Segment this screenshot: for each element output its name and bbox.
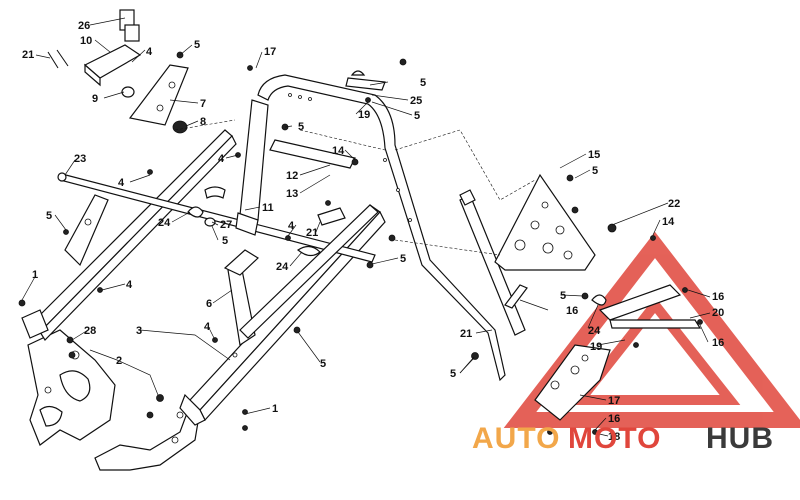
- cross-tube: [57, 172, 376, 263]
- watermark-logo: [503, 231, 800, 428]
- callout-14: 14: [662, 216, 675, 228]
- callout-6: 6: [206, 298, 212, 310]
- callout-16: 16: [608, 413, 620, 425]
- callout-5: 5: [420, 77, 426, 89]
- bushings: [121, 86, 321, 257]
- callout-10: 10: [80, 35, 92, 47]
- callout-4: 4: [204, 321, 211, 333]
- callout-24: 24: [158, 217, 171, 229]
- callout-5: 5: [320, 358, 326, 370]
- bracket-25: [345, 70, 386, 91]
- callout-23: 23: [74, 153, 86, 165]
- left-mount-bracket: [27, 329, 116, 446]
- callout-14: 14: [332, 145, 345, 157]
- callout-21: 21: [22, 49, 34, 61]
- callout-13: 13: [286, 188, 298, 200]
- callout-labels: 26 10 21 4 5 9 7 8 17 5 25 19 5 5 14 12 …: [22, 20, 724, 443]
- callout-12: 12: [286, 170, 298, 182]
- module-10: [83, 9, 142, 87]
- bracket-21-mid: [317, 207, 346, 226]
- watermark-hub: HUB: [706, 422, 774, 455]
- callout-5: 5: [46, 210, 52, 222]
- callout-4: 4: [118, 177, 125, 189]
- roll-bar-tube: [257, 74, 506, 382]
- callout-27: 27: [220, 219, 232, 231]
- callout-26: 26: [78, 20, 90, 32]
- callout-20: 20: [712, 307, 724, 319]
- callout-21: 21: [460, 328, 472, 340]
- callout-19: 19: [358, 109, 370, 121]
- watermark-auto: AUTO: [472, 422, 560, 455]
- callout-5: 5: [222, 235, 228, 247]
- callout-5: 5: [414, 110, 420, 122]
- callout-8: 8: [200, 116, 206, 128]
- callout-25: 25: [410, 95, 422, 107]
- callout-5: 5: [298, 121, 304, 133]
- callout-4: 4: [146, 46, 153, 58]
- strap-16: [504, 284, 528, 309]
- watermark-text: AUTO MOTO HUB: [472, 422, 774, 455]
- right-bracket-16: [598, 284, 702, 329]
- callout-7: 7: [200, 98, 206, 110]
- mount-plate-7: [128, 64, 189, 126]
- watermark-moto: MOTO: [568, 422, 661, 455]
- callout-4: 4: [126, 279, 133, 291]
- callout-5: 5: [400, 253, 406, 265]
- callout-19: 19: [590, 341, 602, 353]
- assembly-dashed-lines: [174, 119, 536, 256]
- leader-lines: [21, 17, 711, 437]
- callout-24: 24: [588, 325, 601, 337]
- callout-24: 24: [276, 261, 289, 273]
- callout-16: 16: [712, 291, 724, 303]
- lower-plate-17: [534, 344, 611, 421]
- callout-5: 5: [194, 39, 200, 51]
- callout-1: 1: [32, 269, 38, 281]
- right-lower-rail: [239, 204, 379, 339]
- callout-17: 17: [264, 46, 276, 58]
- callout-4: 4: [288, 220, 295, 232]
- callout-5: 5: [450, 368, 456, 380]
- bracket-24: [591, 294, 607, 306]
- callout-4: 4: [218, 153, 225, 165]
- callout-28: 28: [84, 325, 96, 337]
- callout-2: 2: [116, 355, 122, 367]
- callout-5: 5: [560, 290, 566, 302]
- callout-3: 3: [136, 325, 142, 337]
- callout-16: 16: [566, 305, 578, 317]
- callout-16: 16: [712, 337, 724, 349]
- callout-5: 5: [592, 165, 598, 177]
- callout-9: 9: [92, 93, 98, 105]
- callout-11: 11: [262, 202, 274, 214]
- triangle-plate-15: [494, 173, 596, 271]
- callout-17: 17: [608, 395, 620, 407]
- vertical-support-11: [235, 99, 269, 236]
- callout-22: 22: [668, 198, 680, 210]
- callout-21: 21: [306, 227, 318, 239]
- callout-18: 18: [608, 431, 620, 443]
- callout-15: 15: [588, 149, 600, 161]
- left-upright-bracket: [64, 194, 109, 267]
- callout-1: 1: [272, 403, 278, 415]
- upper-side-rail: [21, 129, 237, 341]
- bracket-12: [269, 139, 356, 169]
